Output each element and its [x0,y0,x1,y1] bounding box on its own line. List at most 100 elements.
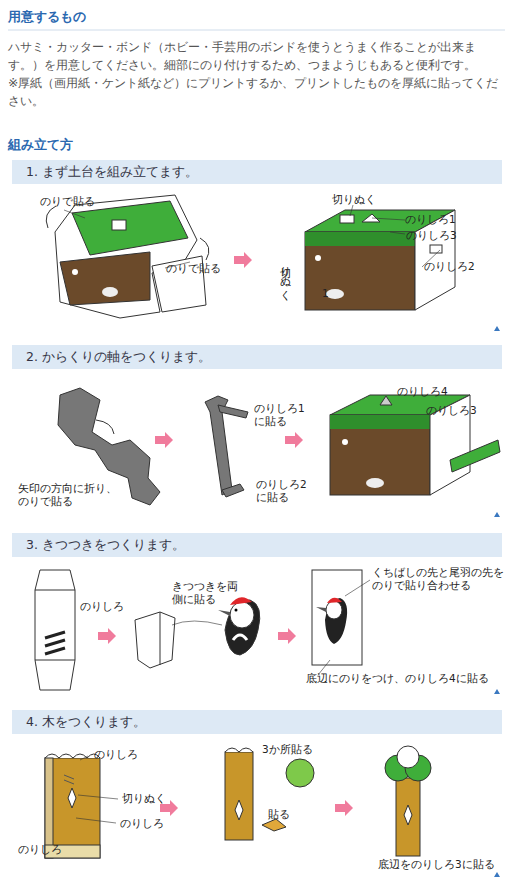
tree-part [396,778,420,856]
callout: のりしろ2 [424,260,475,273]
base-net-part [72,201,188,255]
base-box-part [430,245,442,253]
tree-trunk-part [235,800,243,820]
callout: のりで貼る [166,262,221,275]
base-box-2-part [380,396,392,405]
woodpecker-part [230,597,252,605]
tree-trunk-part [225,748,253,752]
callout: 3か所貼る [262,743,313,756]
base-box-2-part [342,439,348,445]
base-net-part [112,220,126,230]
callout: 矢印の方向に折り、のりで貼る [18,482,118,508]
callout: 底辺をのりしろ3に貼る [378,858,495,871]
bird-holder-net-part [35,660,75,661]
shape [278,628,296,644]
bird-panel-part [345,580,370,596]
tree-trunk-part [286,759,314,787]
callout: 底辺にのりをつけ、のりしろ4に貼る [306,672,489,685]
tree-net-part [80,756,88,760]
base-box-part [326,289,344,299]
base-net-part [102,287,118,297]
paragraph: ハサミ・カッター・ボンド（ホビー・手芸用のボンドを使うとうまく作ることが出来ます… [8,38,508,74]
shape [335,800,353,816]
step-band: 4. 木をつくります。 [12,710,502,734]
base-box-part [305,232,415,246]
base-box-2 [330,395,500,495]
step-title: 4. 木をつくります。 [26,714,146,729]
note: ※厚紙（画用紙・ケント紙など）にプリントするか、プリントしたものを厚紙に貼ってく… [8,74,508,110]
tree-trunk-part [262,819,286,831]
callout: きつつきを両側に貼る [172,580,238,606]
woodpecker-part [225,600,260,655]
heading: 組み立て方 [8,136,73,154]
step-band: 3. きつつきをつくります。 [12,533,502,557]
base-net-part [200,238,209,260]
woodpecker-part [233,635,247,640]
shape [234,252,252,268]
tree-trunk [225,748,314,840]
shape [494,872,500,877]
base-net-part [46,206,56,228]
callout-number: 1 [322,287,329,300]
tree-net-part [64,775,74,784]
tree-part [404,805,412,825]
woodpecker-part [230,602,254,628]
shape [494,512,500,517]
callout: 切りぬく [332,193,376,206]
base-net-part [64,210,85,218]
callout: のりしろ [80,600,124,613]
axle-part [218,405,248,418]
base-net-part [72,269,78,275]
base-box-part [305,232,415,310]
step-title: 2. からくりの軸をつくります。 [26,349,211,364]
tree [385,746,431,856]
tree-net [45,754,118,858]
tree-net-part [68,788,76,808]
tree-net-part [45,754,100,758]
bird-holder-part [172,621,222,625]
callout: のりしろ [120,817,164,830]
base-box-part [340,215,354,223]
base-net [46,195,209,318]
callout: のりしろ1 [405,213,456,226]
step-band: 2. からくりの軸をつくります。 [12,345,502,369]
bird-panel [312,570,370,675]
callout: のりしろ3 [426,404,477,417]
bird-holder-net-part [35,570,75,690]
shape [98,628,116,644]
callout: 切りぬく [122,792,166,805]
bird-holder-part [160,612,161,665]
bird-panel-part [326,601,342,619]
callout: 切りぬく [278,258,291,294]
bird-panel-part [316,607,326,612]
bird-panel-part [327,598,342,603]
tree-net-part [76,818,116,823]
callout: のりしろ1に貼る [254,402,308,428]
step-title: 1. まず土台を組み立てます。 [26,164,198,179]
tree-trunk-part [225,752,253,840]
tree-net-part [78,795,118,799]
bird-holder-net-part [45,632,65,654]
callout: のりしろ2に貼る [256,478,310,504]
shape [285,432,303,448]
tree-part [397,746,419,768]
callout: のりしろ3 [406,229,457,242]
base-box-part [362,214,380,222]
bird-holder-net [35,570,75,690]
callout: のりしろ4 [397,385,448,398]
woodpecker-part [235,609,238,612]
base-net-part [60,252,150,305]
step-band: 1. まず土台を組み立てます。 [12,160,502,184]
callout: のりで貼る [40,195,95,208]
step-title: 3. きつつきをつくります。 [26,537,185,552]
woodpecker [218,597,260,655]
heading: 用意するもの [8,8,86,26]
base-box-part [350,205,353,216]
bird-holder [135,612,222,668]
callout: くちばしの先と尾羽の先をのりで貼り合わせる [372,566,504,592]
axle [205,396,248,497]
base-box [305,205,455,310]
rule [8,30,505,31]
bird-panel-part [325,598,347,644]
